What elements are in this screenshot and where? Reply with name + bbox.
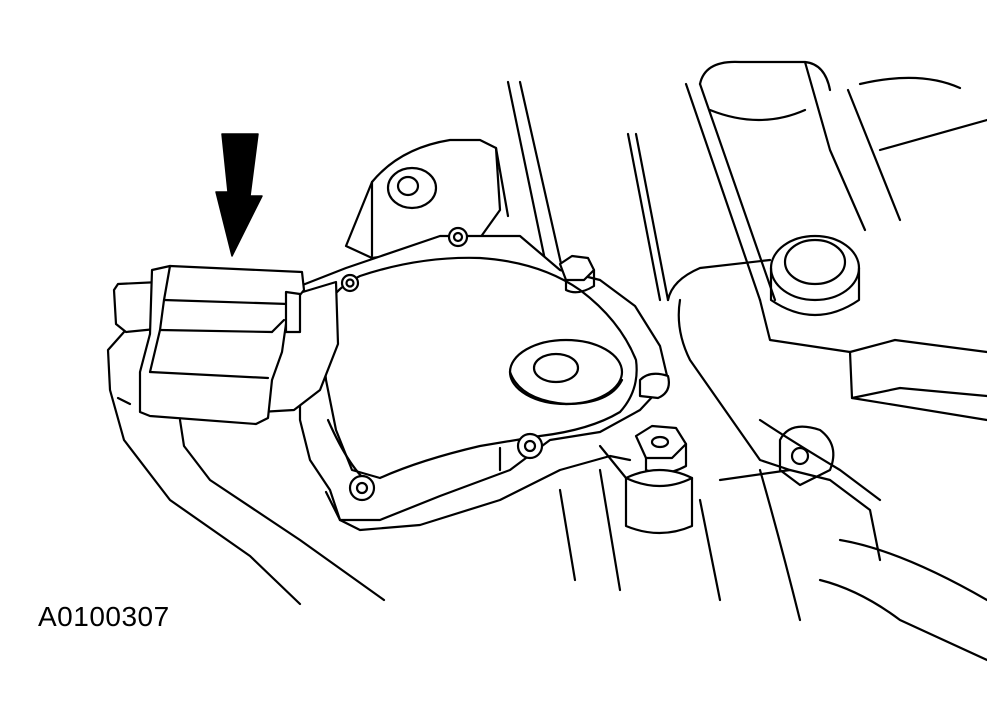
hex-bolt-lower <box>598 424 694 535</box>
hex-bolt-upper <box>558 254 596 294</box>
pointer-arrow <box>215 133 263 257</box>
range-sensor-body <box>298 226 670 532</box>
transmission-case <box>506 60 987 662</box>
figure-id-label: A0100307 <box>38 601 170 632</box>
wiring-harness <box>106 330 386 606</box>
mounting-bracket <box>344 138 510 260</box>
electrical-connector <box>112 264 340 426</box>
